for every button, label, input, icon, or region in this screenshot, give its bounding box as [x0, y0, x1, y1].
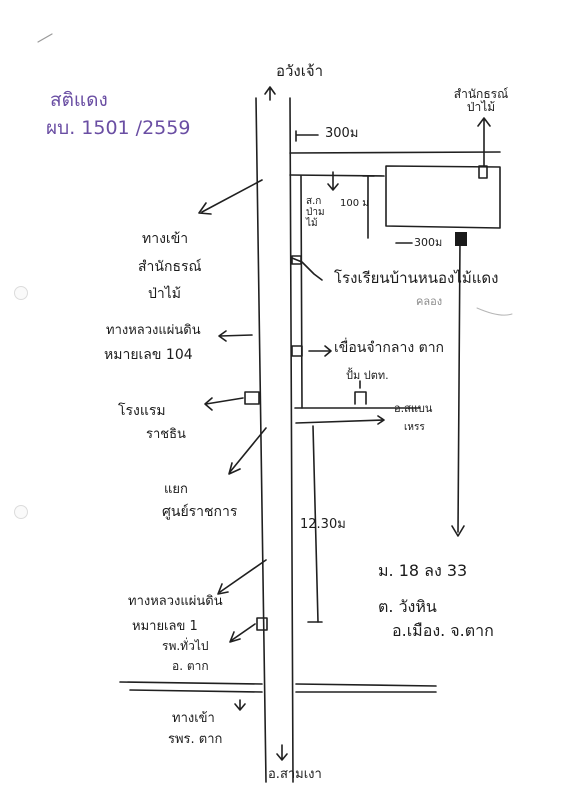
hospital-marker — [256, 617, 268, 631]
office-left-line2: สำนักธรณ์ — [138, 259, 202, 275]
junction-line1: แยก — [164, 482, 188, 497]
dam-pointer — [308, 345, 332, 357]
address-line3: อ.เมือง. จ.ตาก — [392, 621, 494, 640]
office-block — [385, 165, 501, 229]
east-cross-road-arrow — [295, 415, 385, 425]
header-ref: ผบ. 1501 /2559 — [46, 117, 191, 139]
north-arrow-icon — [264, 86, 276, 101]
pump-label: ปั้ม ปตท. — [346, 369, 389, 382]
binder-hole — [14, 286, 28, 300]
junction-line2: ศูนย์ราชการ — [162, 504, 238, 520]
hospital-tak-line2: อ. ตาก — [172, 659, 209, 673]
office-small-label: ส.ก ป่าม ไม้ — [306, 196, 325, 229]
header-title: สติแดง — [50, 89, 108, 111]
dam-marker — [291, 345, 303, 357]
highway1-line2: หมายเลข 1 — [132, 619, 198, 634]
distance-north-road: 300ม — [325, 126, 359, 141]
office-left-line3: ป่าไม้ — [148, 286, 182, 302]
pump-marker — [354, 391, 367, 405]
distance-vertical: 12.30ม — [300, 517, 346, 532]
highway1-leader-arrow — [217, 559, 267, 595]
highway1-line1: ทางหลวงแผ่นดิน — [128, 594, 223, 609]
service-road — [300, 175, 303, 409]
bottom-road-east-top — [295, 683, 437, 687]
hotel-leader-arrow — [204, 397, 244, 411]
up-arrow-icon — [477, 117, 491, 167]
office-marker — [478, 165, 488, 179]
top-right-label: สำนักธรณ์ ป่าไม้ — [453, 87, 509, 115]
address-line2: ต. วังหิน — [378, 597, 437, 616]
hotel-line2: ราชธิน — [146, 427, 186, 442]
bottom-road-west-bottom — [129, 689, 263, 693]
canal-road — [451, 239, 465, 537]
highway104-line1: ทางหลวงแผ่นดิน — [106, 323, 201, 338]
vertical-long-road — [312, 425, 319, 623]
school-label: โรงเรียนบ้านหนองไม้แดง — [334, 269, 499, 287]
office-leader-arrow — [198, 179, 263, 215]
distance-marker — [295, 130, 319, 142]
office-left-line1: ทางเข้า — [142, 231, 189, 247]
hotel-marker — [244, 391, 260, 405]
distance-corner: 300ม — [414, 236, 443, 249]
binder-hole — [14, 505, 28, 519]
canal-label: คลอง — [416, 295, 443, 308]
faint-note-stroke — [476, 307, 513, 316]
distance-short: 100 ม — [340, 198, 369, 209]
entrance-line1: ทางเข้า — [172, 711, 215, 726]
hotel-line1: โรงแรม — [118, 403, 166, 419]
down-arrow-icon — [327, 171, 339, 191]
pen-mark — [37, 33, 53, 43]
address-line1: ม. 18 ลง 33 — [378, 561, 468, 580]
main-road-east-edge — [289, 97, 294, 783]
main-road-west-edge — [255, 97, 267, 783]
south-arrow-icon — [276, 744, 288, 761]
destination-marker — [455, 232, 467, 246]
highway104-line2: หมายเลข 104 — [104, 347, 193, 363]
south-road-label: อ.สามเงา — [268, 767, 322, 782]
bottom-road-west-top — [119, 681, 263, 685]
east-side-label: อ.สแบน — [394, 402, 433, 415]
east-road-top-edge — [289, 151, 501, 154]
hospital-leader-arrow — [229, 623, 256, 643]
school-pointer — [291, 257, 323, 281]
school-marker — [291, 255, 302, 265]
highway-leader-arrow — [218, 330, 253, 342]
north-road-label: อวังเจ้า — [276, 62, 324, 80]
entrance-line2: รพร. ตาก — [168, 732, 223, 747]
down-arrow-icon — [234, 699, 246, 711]
hospital-tak-line1: รพ.ทั่วไป — [162, 639, 209, 653]
dam-label: เขื่อนจำกลาง ตาก — [334, 340, 445, 356]
east-side-sub-label: เหรร — [404, 422, 425, 433]
service-leader-arrow — [228, 427, 267, 475]
